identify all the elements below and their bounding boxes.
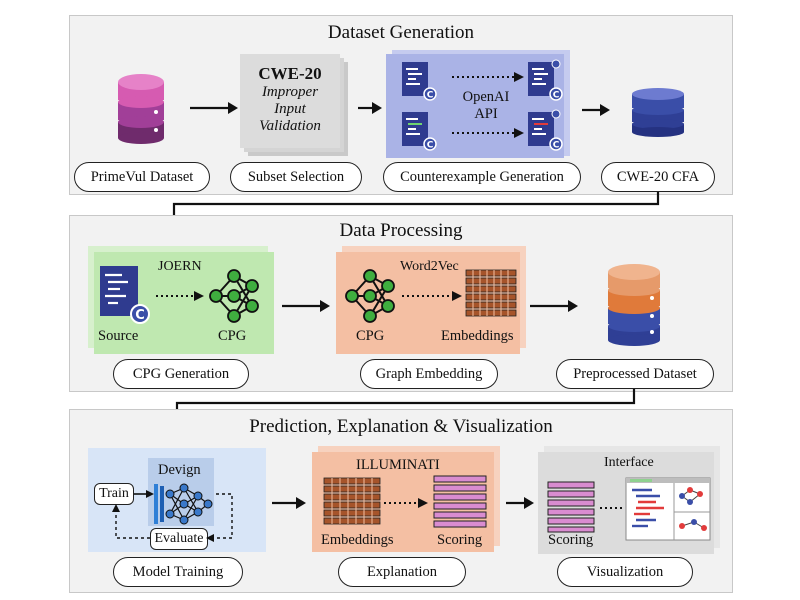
code-file-icon: C	[402, 62, 437, 101]
graph-network-icon	[209, 269, 259, 323]
flow-arrow	[190, 102, 238, 114]
flow-arrow	[282, 300, 330, 312]
joern-label: JOERN	[158, 259, 202, 274]
cpg-label: CPG	[356, 328, 385, 344]
code-file-icon: C	[100, 266, 150, 324]
visualization-pill: Visualization	[557, 557, 693, 587]
openai-label: OpenAI	[462, 89, 510, 105]
dotted-arrow	[600, 507, 622, 509]
cwe-card: CWE-20 Improper Input Validation	[240, 54, 340, 148]
explanation-pill: Explanation	[338, 557, 466, 587]
code-file-icon: C	[402, 112, 437, 151]
svg-text:C: C	[427, 91, 434, 101]
flow-arrow	[506, 497, 534, 509]
svg-text:C: C	[135, 308, 145, 323]
cwe-line1: Improper	[261, 84, 319, 100]
svg-text:C: C	[553, 141, 560, 151]
evaluate-box: Evaluate	[150, 528, 208, 550]
svg-text:C: C	[553, 91, 560, 101]
c-language-icon	[549, 137, 563, 151]
flow-arrow	[530, 300, 578, 312]
cwe-line2: Input	[274, 101, 306, 117]
primevul-dataset-pill: PrimeVul Dataset	[74, 162, 210, 192]
training-loop-arrows	[112, 490, 233, 542]
dotted-arrow	[402, 291, 462, 301]
flow-arrow	[272, 497, 306, 509]
cpg-generation-pill: CPG Generation	[113, 359, 249, 389]
interface-window-icon	[625, 477, 711, 541]
section-title: Data Processing	[339, 220, 463, 241]
preprocessed-dataset-pill: Preprocessed Dataset	[556, 359, 714, 389]
section-title: Dataset Generation	[327, 22, 475, 43]
cwe-cfa-pill: CWE-20 CFA	[601, 162, 715, 192]
interface-label: Interface	[604, 455, 654, 470]
scoring-label: Scoring	[548, 532, 594, 548]
subset-selection-pill: Subset Selection	[230, 162, 362, 192]
train-box: Train	[94, 483, 134, 505]
api-label: API	[474, 106, 498, 122]
scoring-bars-icon	[547, 481, 595, 533]
database-icon	[608, 264, 660, 346]
flow-arrow	[358, 102, 382, 114]
illuminati-label: ILLUMINATI	[356, 457, 440, 473]
graph-network-icon	[345, 269, 395, 323]
database-icon	[118, 74, 164, 144]
neural-network-icon	[154, 483, 213, 525]
cwe-card-stack: CWE-20 Improper Input Validation	[240, 54, 350, 158]
section-title: Prediction, Explanation & Visualization	[249, 416, 553, 437]
source-label: Source	[98, 328, 139, 344]
dotted-arrow	[384, 498, 428, 508]
model-training-pill: Model Training	[113, 557, 243, 587]
devign-label: Devign	[158, 462, 201, 478]
scoring-label: Scoring	[437, 532, 483, 548]
cwe-title: CWE-20	[258, 64, 322, 83]
counterexample-generation-pill: Counterexample Generation	[383, 162, 581, 192]
embeddings-label: Embeddings	[321, 532, 394, 548]
dotted-arrow	[452, 72, 524, 82]
c-language-icon	[130, 304, 150, 324]
cpg-label: CPG	[218, 328, 247, 344]
dotted-arrow	[452, 128, 524, 138]
embedding-grid-icon	[465, 269, 517, 317]
c-language-icon	[549, 87, 563, 101]
code-file-icon: C	[528, 109, 563, 151]
code-file-icon: C	[528, 59, 563, 101]
cwe-line3: Validation	[259, 118, 321, 134]
embedding-grid-icon	[323, 477, 381, 525]
dotted-arrow	[156, 291, 204, 301]
database-icon	[632, 88, 684, 137]
flow-arrow	[582, 104, 610, 116]
svg-text:C: C	[427, 141, 434, 151]
c-language-icon	[423, 87, 437, 101]
embeddings-label: Embeddings	[441, 328, 514, 344]
graph-embedding-pill: Graph Embedding	[360, 359, 498, 389]
word2vec-label: Word2Vec	[400, 259, 459, 274]
scoring-bars-icon	[433, 475, 487, 528]
c-language-icon	[423, 137, 437, 151]
